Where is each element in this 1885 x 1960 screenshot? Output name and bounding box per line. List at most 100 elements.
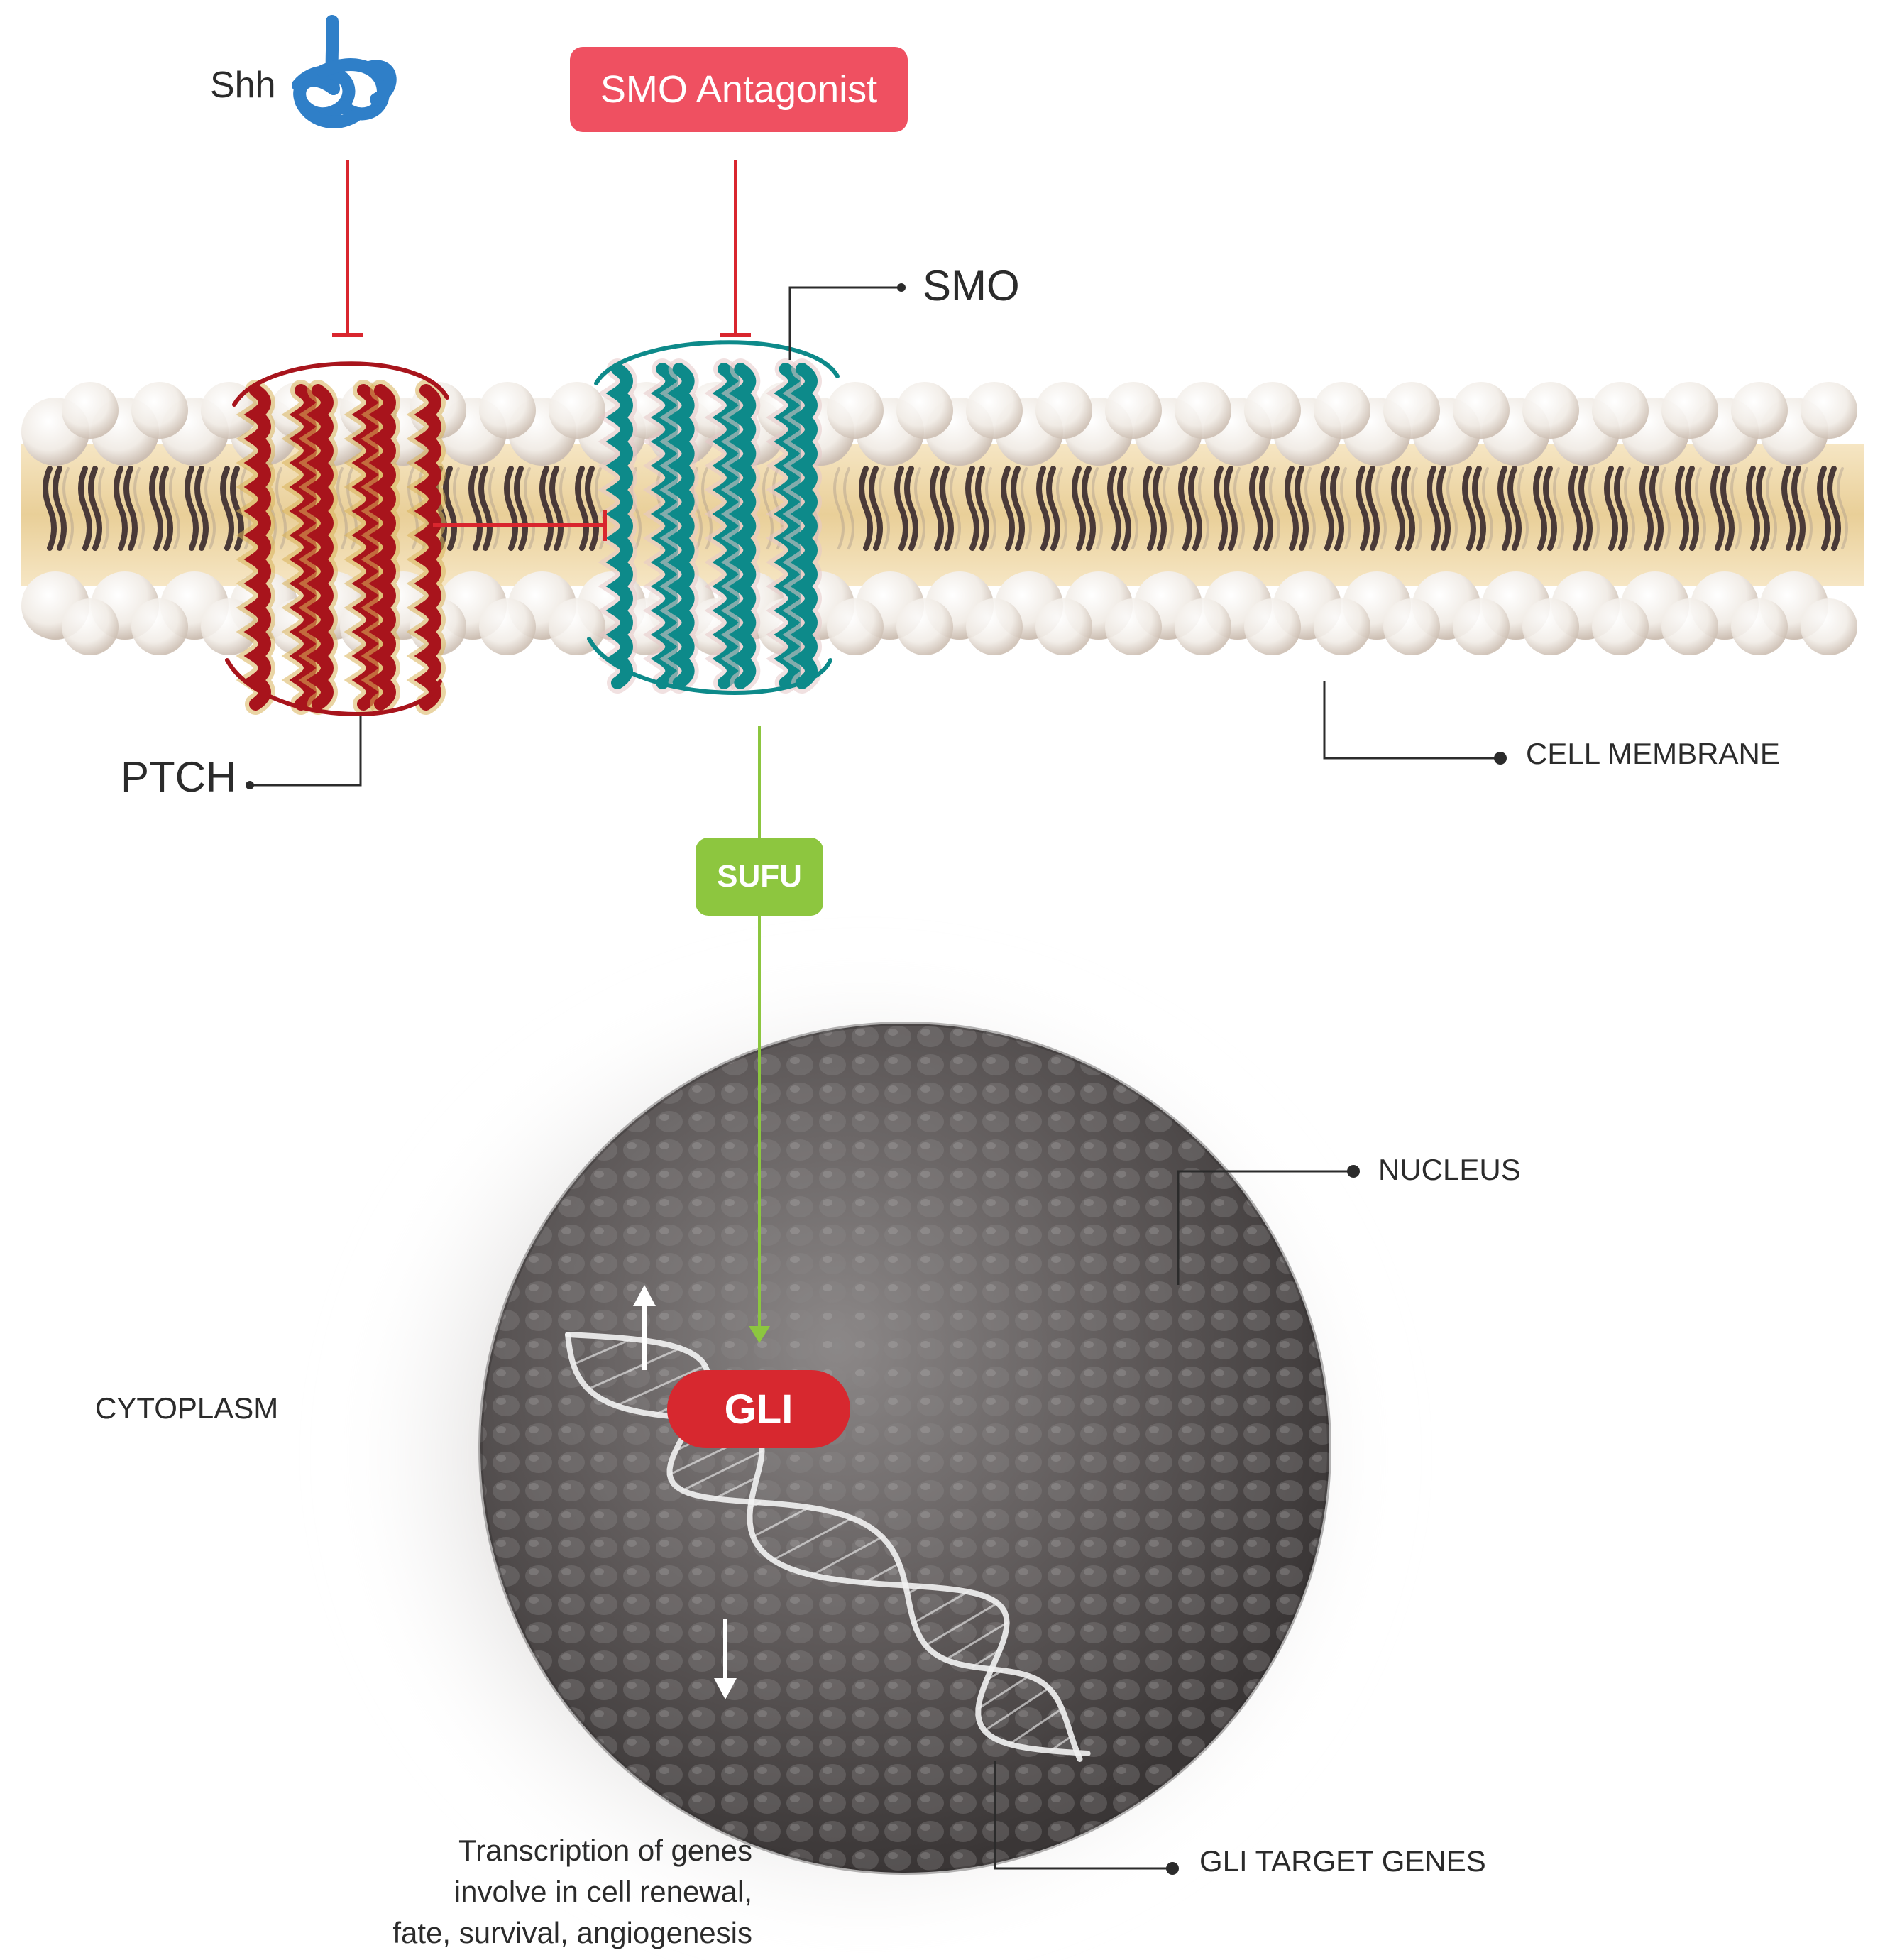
nucleus-label: NUCLEUS [1378,1153,1521,1186]
transcription-line: involve in cell renewal, [454,1875,752,1908]
cell-membrane-label: CELL MEMBRANE [1526,737,1780,770]
lipid-heads [21,382,1857,655]
lipid-head [1801,382,1857,439]
lipid-tail [859,466,883,551]
leader-dots [246,283,1507,1875]
lipid-tail [1781,466,1806,551]
lipid-tail [1214,466,1238,551]
lipid-tail [1639,466,1664,551]
lipid-tail [1143,466,1167,551]
shh-protein-icon [292,15,397,128]
gli-box: GLI [667,1370,850,1448]
lipid-head [1661,382,1718,439]
lipid-head [131,598,188,655]
shh-label: Shh [210,65,276,106]
lipid-head [1731,598,1788,655]
lipid-tail [575,466,599,551]
ptch-label: PTCH [121,753,237,801]
smo-antagonist-box: SMO Antagonist [570,47,908,132]
lipid-tail [1746,466,1770,551]
lipid-head [479,598,536,655]
lipid-head [966,598,1023,655]
expression-arrows [633,1285,737,1699]
lipid-head [1175,598,1231,655]
lipid-head [827,598,884,655]
lipid-tail [833,467,854,549]
lipid-tail [930,466,954,551]
lipid-head [1801,598,1857,655]
inhibition-arrows [332,160,751,541]
lipid-head [1522,382,1579,439]
lipid-tail [1178,466,1202,551]
lipid-head [549,382,605,439]
lipid-head [1383,382,1440,439]
lipid-tail [1391,466,1415,551]
lipid-tail [1107,466,1131,551]
lipid-head [896,382,953,439]
lipid-tail [1533,466,1557,551]
lipid-tails [43,466,1848,551]
lipid-tail [504,466,528,551]
lipid-head [131,382,188,439]
lipid-tail [114,466,138,551]
ptch-protein-icon [225,361,449,716]
activation-arrow [749,726,770,1343]
transcription-line: Transcription of genes [458,1834,752,1867]
lipid-tail [149,466,173,551]
lipid-head [479,382,536,439]
smo-label: SMO [923,262,1020,310]
lipid-tail [965,466,989,551]
gli-target-genes-label: GLI TARGET GENES [1199,1844,1486,1878]
lipid-tail [43,466,67,551]
nucleus [326,944,1405,1960]
lipid-head [201,598,258,655]
lipid-tail [1710,466,1735,551]
lipid-head [1244,598,1301,655]
lipid-head [1105,598,1162,655]
lipid-tail [1497,466,1522,551]
lipid-tail [1462,466,1486,551]
lipid-tail [1320,466,1344,551]
lipid-tail [1675,466,1699,551]
lipid-head [1035,598,1092,655]
sufu-box: SUFU [696,838,823,916]
lipid-head [1105,382,1162,439]
lipid-head [62,598,119,655]
lipid-tail [1285,466,1309,551]
lipid-head [62,382,119,439]
lipid-tail [1568,466,1593,551]
lipid-head [1661,598,1718,655]
lipid-tail [539,466,564,551]
lipid-tail [1817,466,1841,551]
lipid-head [1731,382,1788,439]
lipid-head [1383,598,1440,655]
lipid-tail [1036,466,1060,551]
lipid-tail [1249,466,1273,551]
lipid-head [1453,598,1510,655]
smo-protein-icon [587,340,840,695]
lipid-tail [468,466,493,551]
lipid-head [1592,598,1649,655]
leader-lines [250,286,1500,1870]
transcription-line: fate, survival, angiogenesis [392,1916,752,1949]
lipid-head [1314,598,1370,655]
lipid-head [896,598,953,655]
lipid-head [1592,382,1649,439]
lipid-tail [1604,466,1628,551]
lipid-tail [1427,466,1451,551]
lipid-tail [1072,466,1096,551]
lipid-head [827,382,884,439]
lipid-tail [78,466,102,551]
lipid-tail [1356,466,1380,551]
lipid-head [966,382,1023,439]
lipid-tail [1001,466,1025,551]
lipid-head [1522,598,1579,655]
lipid-head [1244,382,1301,439]
lipid-tail [185,466,209,551]
lipid-head [1453,382,1510,439]
transcription-note: Transcription of genes involve in cell r… [355,1830,752,1954]
lipid-head [1175,382,1231,439]
cytoplasm-label: CYTOPLASM [95,1391,279,1425]
